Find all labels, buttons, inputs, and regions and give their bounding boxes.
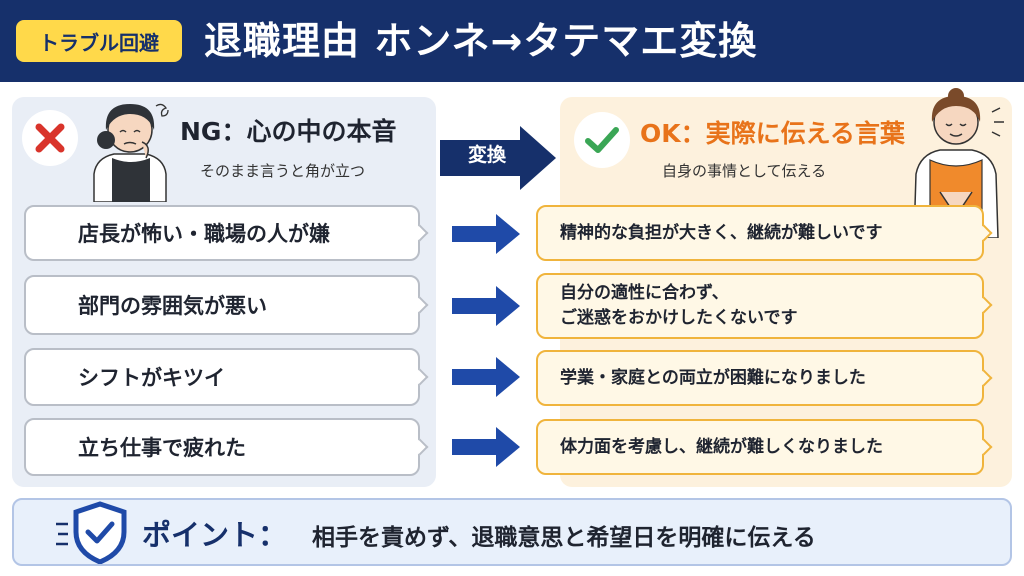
- arrow-icon: [452, 357, 520, 397]
- ng-item-4: 立ち仕事で疲れた: [24, 418, 420, 476]
- ok-item-3: 学業・家庭との両立が困難になりました: [536, 350, 984, 406]
- ok-item-2: 自分の適性に合わず、ご迷惑をおかけしたくないです: [536, 273, 984, 339]
- arrow-icon: [452, 427, 520, 467]
- convert-arrow-icon: [440, 126, 556, 190]
- ok-heading: OK：実際に伝える言葉: [640, 119, 905, 148]
- point-bar: [12, 498, 1012, 566]
- point-label: ポイント：: [142, 518, 288, 552]
- ng-item-2: 部門の雰囲気が悪い: [24, 275, 420, 335]
- page-title: 退職理由 ホンネ→タテマエ変換: [204, 19, 758, 63]
- ok-subheading: 自身の事情として伝える: [662, 162, 827, 180]
- shield-check-icon: [56, 501, 127, 564]
- ok-item-4: 体力面を考慮し、継続が難しくなりました: [536, 419, 984, 475]
- point-text: 相手を責めず、退職意思と希望日を明確に伝える: [312, 525, 816, 551]
- arrow-icon: [452, 214, 520, 254]
- ng-subheading: そのまま言うと角が立つ: [200, 162, 366, 180]
- ok-item-1: 精神的な負担が大きく、継続が難しいです: [536, 205, 984, 261]
- category-tag: トラブル回避: [16, 20, 182, 62]
- ok-check-icon: [574, 112, 630, 168]
- convert-label: 変換: [467, 144, 506, 166]
- ng-heading: NG：心の中の本音: [180, 117, 397, 146]
- ng-item-1: 店長が怖い・職場の人が嫌: [24, 205, 420, 261]
- worried-woman-illustration: [93, 103, 169, 202]
- ng-cross-icon: [22, 110, 78, 166]
- arrow-icon: [452, 286, 520, 326]
- ng-item-3: シフトがキツイ: [24, 348, 420, 406]
